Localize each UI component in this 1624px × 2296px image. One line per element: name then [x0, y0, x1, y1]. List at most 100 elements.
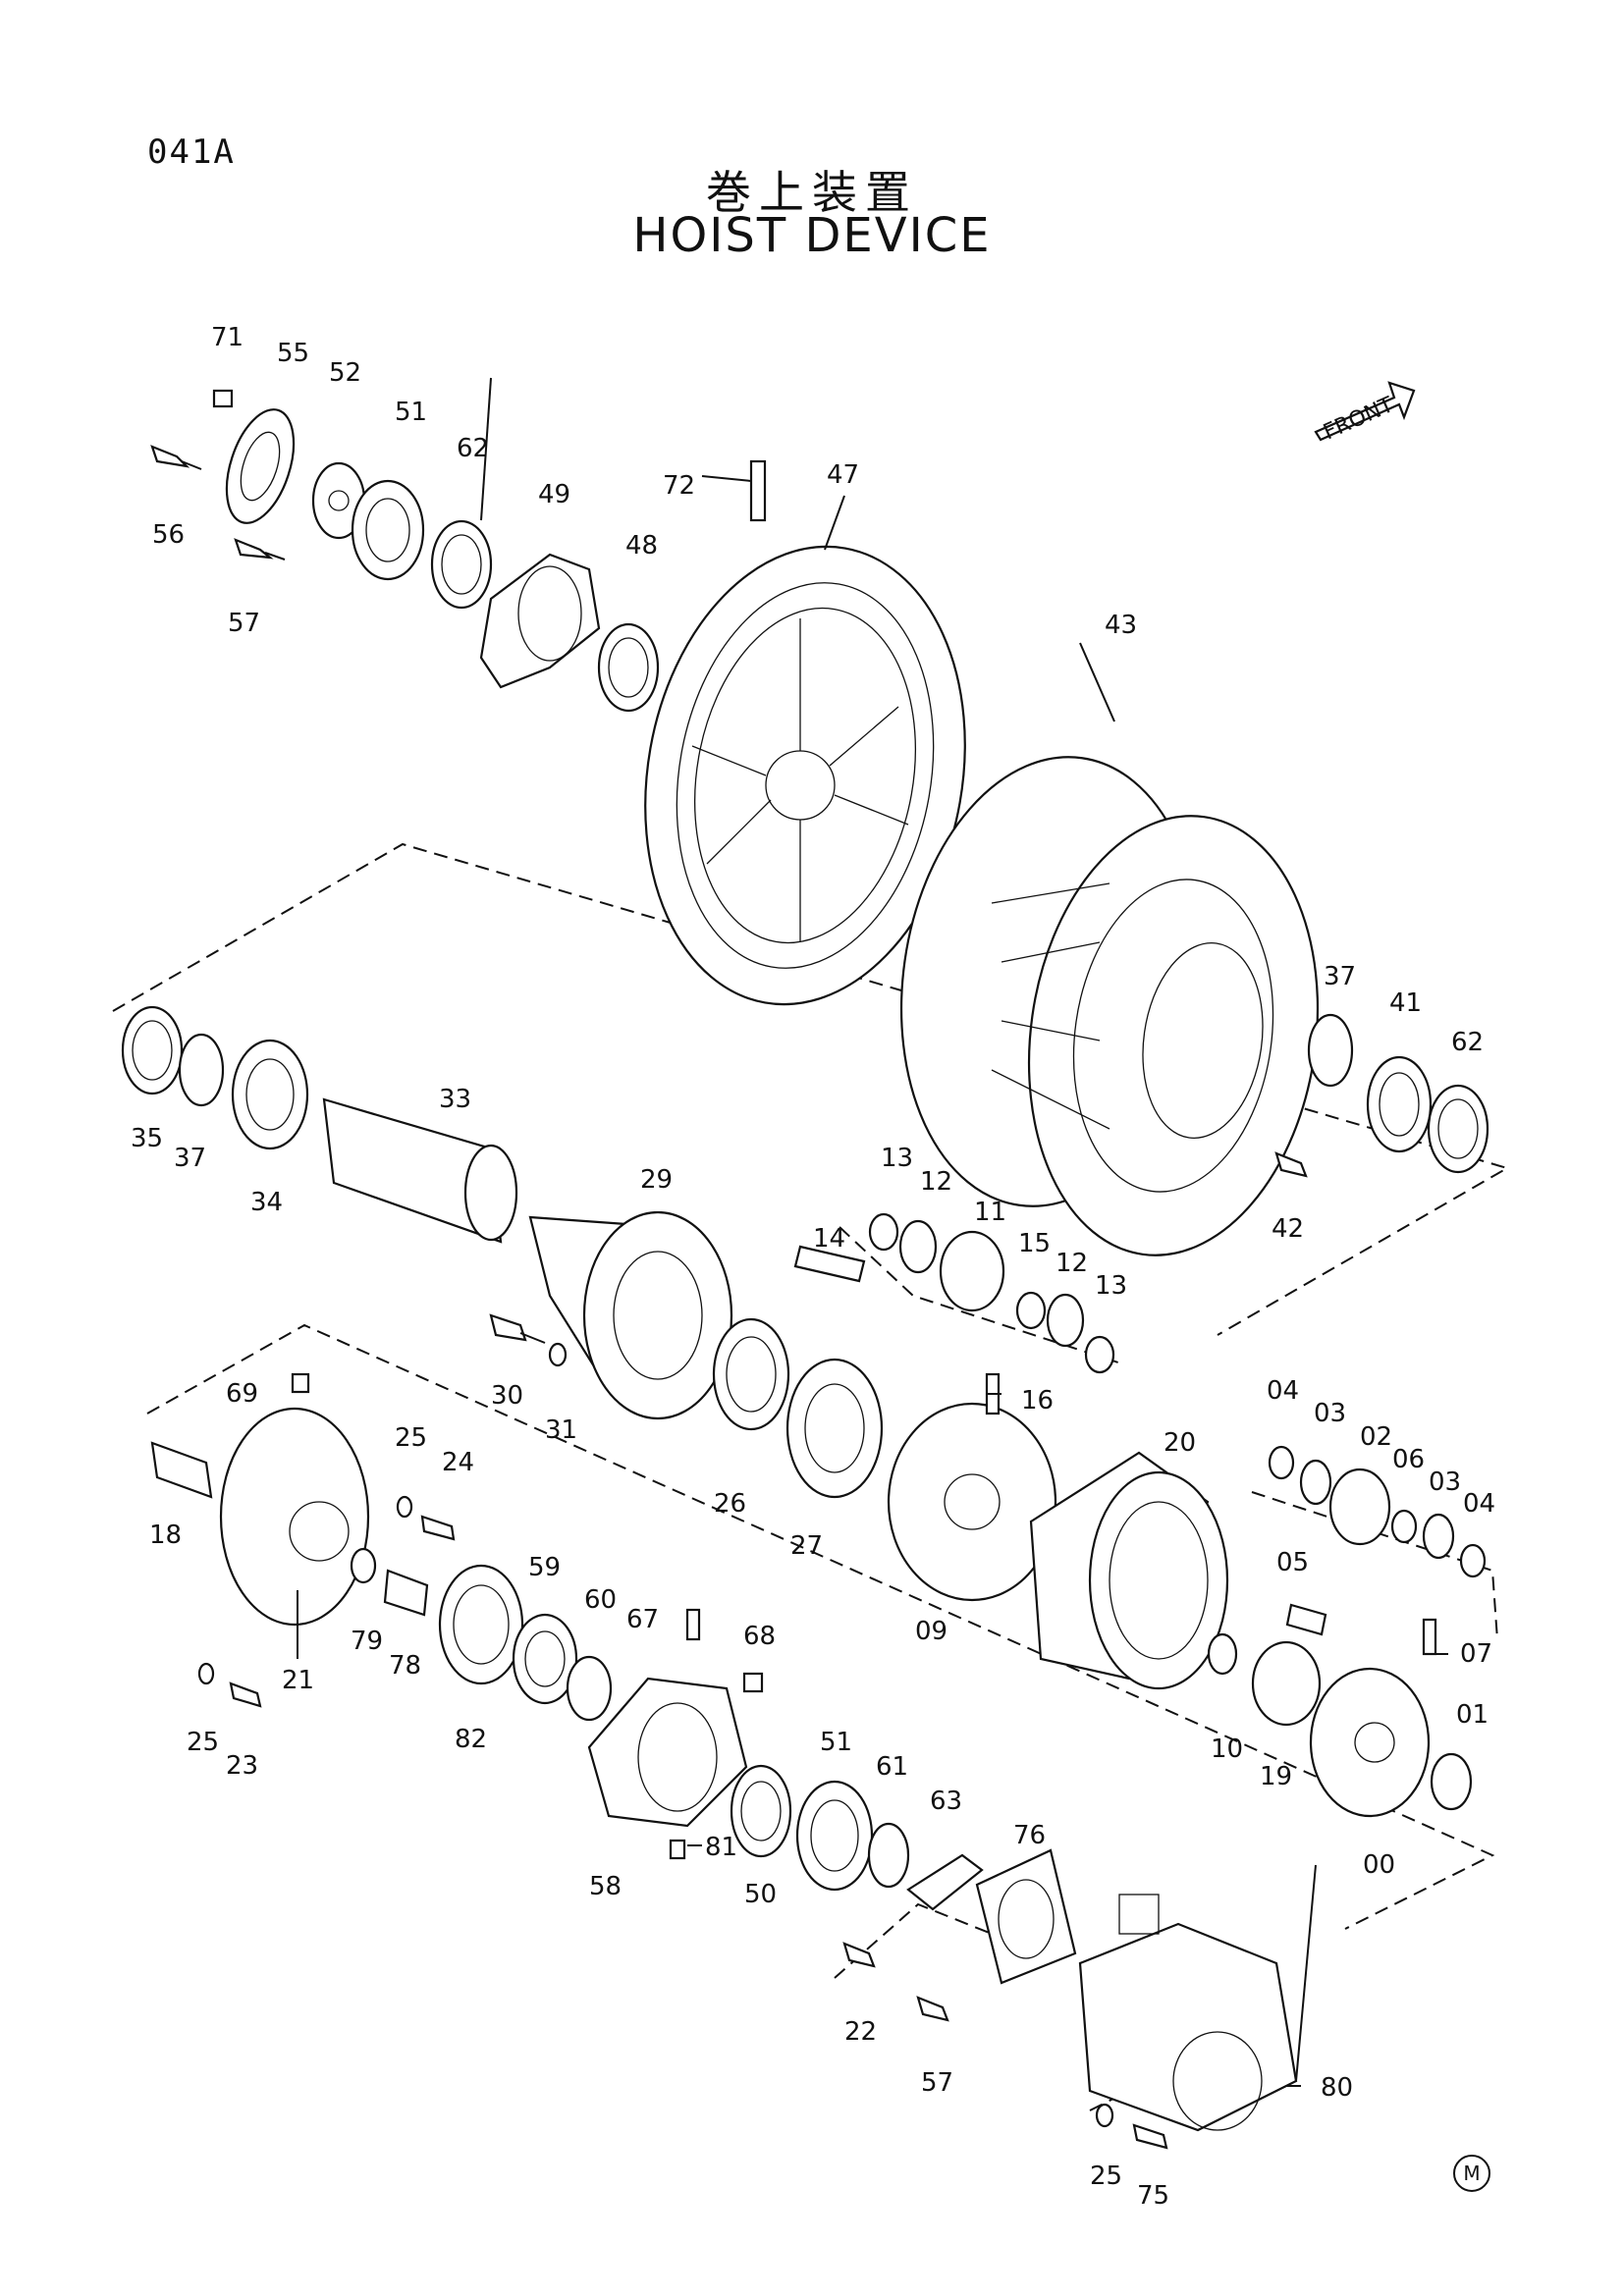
- page-code: 041A: [147, 133, 236, 172]
- callout: 67: [626, 1605, 659, 1634]
- washer-04-b: [1459, 1543, 1487, 1578]
- bolt-75: [1132, 2123, 1168, 2150]
- callout: 58: [589, 1872, 622, 1901]
- seal-59: [512, 1613, 578, 1705]
- bearing-03-a: [1299, 1459, 1332, 1506]
- callout: 75: [1137, 2181, 1169, 2211]
- ring-37-right: [1307, 1013, 1354, 1088]
- callout: 50: [744, 1880, 777, 1909]
- bolt-56: [150, 445, 202, 470]
- bearing-34: [231, 1039, 309, 1150]
- bearing-12-b: [1046, 1293, 1085, 1348]
- callout: 56: [152, 520, 185, 550]
- callout: 19: [1260, 1762, 1292, 1791]
- housing-58: [587, 1677, 748, 1828]
- seal-62-top: [430, 519, 493, 610]
- washer-13-a: [868, 1212, 899, 1252]
- leader-lines: [297, 377, 1448, 2087]
- bolt-71: [212, 389, 234, 408]
- gasket-76: [975, 1848, 1077, 1985]
- callout: 03: [1314, 1399, 1346, 1428]
- ring-60: [566, 1655, 613, 1722]
- callout: 15: [1018, 1229, 1051, 1258]
- callout: 29: [640, 1165, 673, 1195]
- callout: 20: [1164, 1428, 1196, 1458]
- gear-11: [939, 1230, 1005, 1312]
- bolt-42: [1274, 1151, 1308, 1178]
- housing-29: [528, 1210, 733, 1420]
- washer-25-a: [396, 1495, 413, 1519]
- shaft-33: [322, 1097, 518, 1244]
- housing-49: [479, 553, 601, 689]
- ring-37-left: [178, 1033, 225, 1107]
- plug-81: [669, 1839, 686, 1860]
- callout: 72: [663, 471, 695, 501]
- washer-04-a: [1268, 1445, 1295, 1480]
- plug-68: [742, 1672, 764, 1693]
- seal-48: [597, 622, 660, 713]
- callout: 09: [915, 1617, 947, 1646]
- callout: 51: [395, 398, 427, 427]
- callout: 11: [974, 1198, 1006, 1227]
- washer-13-b: [1084, 1335, 1115, 1374]
- ring-gear-20: [1029, 1451, 1229, 1690]
- bearing-51-top: [351, 479, 425, 581]
- seal-62-right: [1427, 1084, 1489, 1174]
- title-english: HOIST DEVICE: [632, 208, 992, 263]
- drum-47: [644, 545, 966, 1006]
- plate-55: [225, 408, 296, 524]
- callout: 76: [1013, 1821, 1046, 1850]
- callout: 25: [187, 1728, 219, 1757]
- callout: 62: [1451, 1028, 1484, 1057]
- callout: 24: [442, 1448, 474, 1477]
- callout: 57: [921, 2068, 953, 2098]
- callout: 78: [389, 1651, 421, 1681]
- gear-19: [1251, 1640, 1322, 1727]
- callout: 52: [329, 358, 361, 388]
- callout: 01: [1456, 1700, 1489, 1730]
- callout: 43: [1105, 611, 1137, 640]
- title-japanese: 巻上装置: [706, 166, 918, 219]
- plate-63: [906, 1853, 984, 1911]
- callout: 79: [351, 1627, 383, 1656]
- callout: 18: [149, 1521, 182, 1550]
- callout: 82: [455, 1725, 487, 1754]
- middle-parts: [121, 1005, 1308, 1690]
- callout: 71: [211, 323, 244, 352]
- front-arrow-icon: FRONT: [1314, 381, 1416, 445]
- carrier-09: [887, 1402, 1057, 1602]
- bolt-23: [229, 1682, 262, 1708]
- callout: 30: [491, 1381, 523, 1411]
- bolt-30: [489, 1313, 546, 1344]
- callout: 51: [820, 1728, 852, 1757]
- callout: 26: [714, 1489, 746, 1519]
- carrier-00: [1309, 1667, 1431, 1818]
- callout: 47: [827, 460, 859, 490]
- callout: 81: [705, 1833, 737, 1862]
- callout: 22: [844, 2017, 877, 2047]
- callout: 60: [584, 1585, 617, 1615]
- motor-80: [1078, 1894, 1298, 2132]
- callout: 34: [250, 1188, 283, 1217]
- callout: 68: [743, 1622, 776, 1651]
- snap-ring-79: [350, 1547, 377, 1584]
- callout: 27: [790, 1531, 823, 1561]
- callout: 25: [395, 1423, 427, 1453]
- callout: 16: [1021, 1386, 1054, 1415]
- lower-parts: [150, 1372, 1487, 2150]
- seal-41: [1366, 1055, 1433, 1153]
- seal-26: [712, 1317, 790, 1431]
- callout: 61: [876, 1752, 908, 1782]
- callout: 12: [1056, 1249, 1088, 1278]
- callout: 13: [881, 1144, 913, 1173]
- callout: 69: [226, 1379, 258, 1409]
- bearing-12-a: [898, 1219, 938, 1274]
- pin-72: [749, 459, 767, 522]
- bushing-78: [383, 1569, 429, 1617]
- fitting-67: [685, 1608, 701, 1641]
- upper-parts: [150, 389, 1489, 1256]
- plug-69: [291, 1372, 310, 1394]
- callout: 23: [226, 1751, 258, 1781]
- bearing-03-b: [1422, 1513, 1455, 1560]
